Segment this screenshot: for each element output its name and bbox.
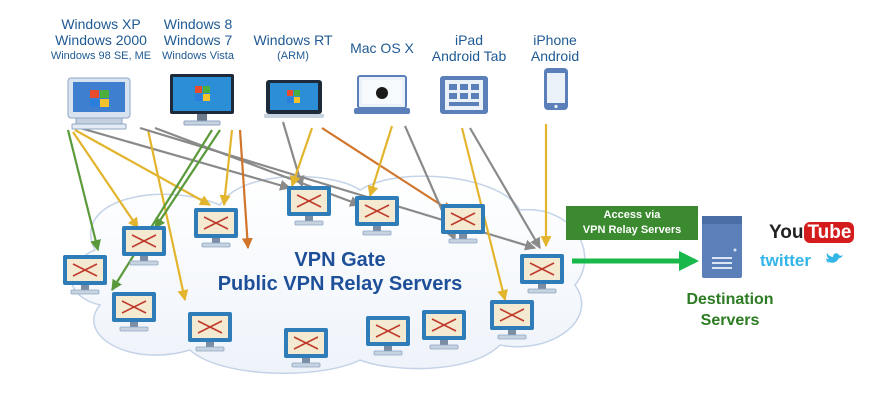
label-winrt: Windows RT (ARM): [248, 32, 338, 64]
arrow: [321, 127, 453, 213]
label-line: Windows Vista: [162, 50, 234, 62]
relay-server-icon: [194, 208, 238, 248]
label-line: Windows RT: [253, 32, 333, 48]
twitter-bird-icon: [826, 253, 843, 263]
arrow: [367, 125, 394, 198]
relay-server-icon: [112, 292, 156, 332]
label-line: Windows 98 SE, ME: [50, 50, 152, 62]
destination-server-icon: [702, 216, 742, 278]
arrow: [219, 129, 234, 207]
cloud-title-line2: Public VPN Relay Servers: [217, 273, 463, 295]
label-line: Windows XP: [61, 16, 141, 32]
client-arrows: [66, 121, 552, 302]
label-line: Mac OS X: [350, 40, 414, 56]
label-win8: Windows 8 Windows 7 Windows Vista: [150, 16, 246, 64]
access-line1: Access via: [603, 209, 661, 221]
arrow: [79, 126, 292, 191]
arrow: [111, 129, 213, 291]
youtube-you: You: [769, 222, 804, 243]
label-ipad: iPad Android Tab: [424, 32, 514, 64]
arrow: [290, 127, 314, 188]
windows-tablet-icon: [264, 80, 324, 118]
twitter-logo: twitter: [760, 251, 811, 270]
label-line: Windows 7: [163, 32, 233, 48]
label-iphone: iPhone Android: [520, 32, 590, 64]
relay-server-icon: [122, 226, 166, 266]
label-line: iPhone: [533, 32, 577, 48]
destination-label: Destination Servers: [660, 289, 800, 331]
windows-crt-icon: [67, 77, 131, 130]
windows-lcd-icon: [170, 74, 234, 126]
relay-server-icon: [284, 328, 328, 368]
cloud-title-line1: VPN Gate: [294, 249, 386, 271]
destination-line2: Servers: [700, 312, 760, 329]
relay-server-icon: [287, 186, 331, 226]
relay-servers: [63, 186, 564, 368]
label-line: iPad: [454, 32, 484, 48]
smartphone-icon: [544, 68, 568, 110]
relay-server-icon: [63, 255, 107, 295]
arrow: [66, 129, 101, 252]
label-line: Windows 8: [163, 16, 233, 32]
arrow: [469, 127, 541, 249]
access-line2: VPN Relay Servers: [582, 224, 682, 236]
label-line: Android Tab: [431, 48, 507, 64]
arrow: [238, 129, 253, 250]
arrow: [146, 129, 189, 302]
label-line: Windows 2000: [55, 32, 147, 48]
label-macos: Mac OS X: [340, 40, 424, 56]
arrow: [72, 131, 139, 229]
relay-server-icon: [355, 196, 399, 236]
youtube-tube: Tube: [804, 222, 855, 243]
relay-server-icon: [188, 312, 232, 352]
access-box: Access via VPN Relay Servers: [566, 206, 698, 240]
cloud-title: VPN Gate Public VPN Relay Servers: [205, 248, 475, 296]
arrow: [154, 129, 221, 229]
client-devices: [67, 68, 568, 130]
label-line: (ARM): [277, 50, 309, 62]
relay-server-icon: [422, 310, 466, 350]
relay-server-icon: [490, 300, 534, 340]
label-winxp: Windows XP Windows 2000 Windows 98 SE, M…: [46, 16, 156, 64]
relay-server-icon: [366, 316, 410, 356]
relay-server-icon: [441, 204, 485, 244]
tablet-icon: [440, 76, 488, 114]
macbook-icon: [354, 75, 410, 114]
arrow: [74, 129, 211, 206]
relay-server-icon: [520, 254, 564, 294]
label-line: Android: [530, 48, 580, 64]
destination-line1: Destination: [686, 291, 774, 308]
